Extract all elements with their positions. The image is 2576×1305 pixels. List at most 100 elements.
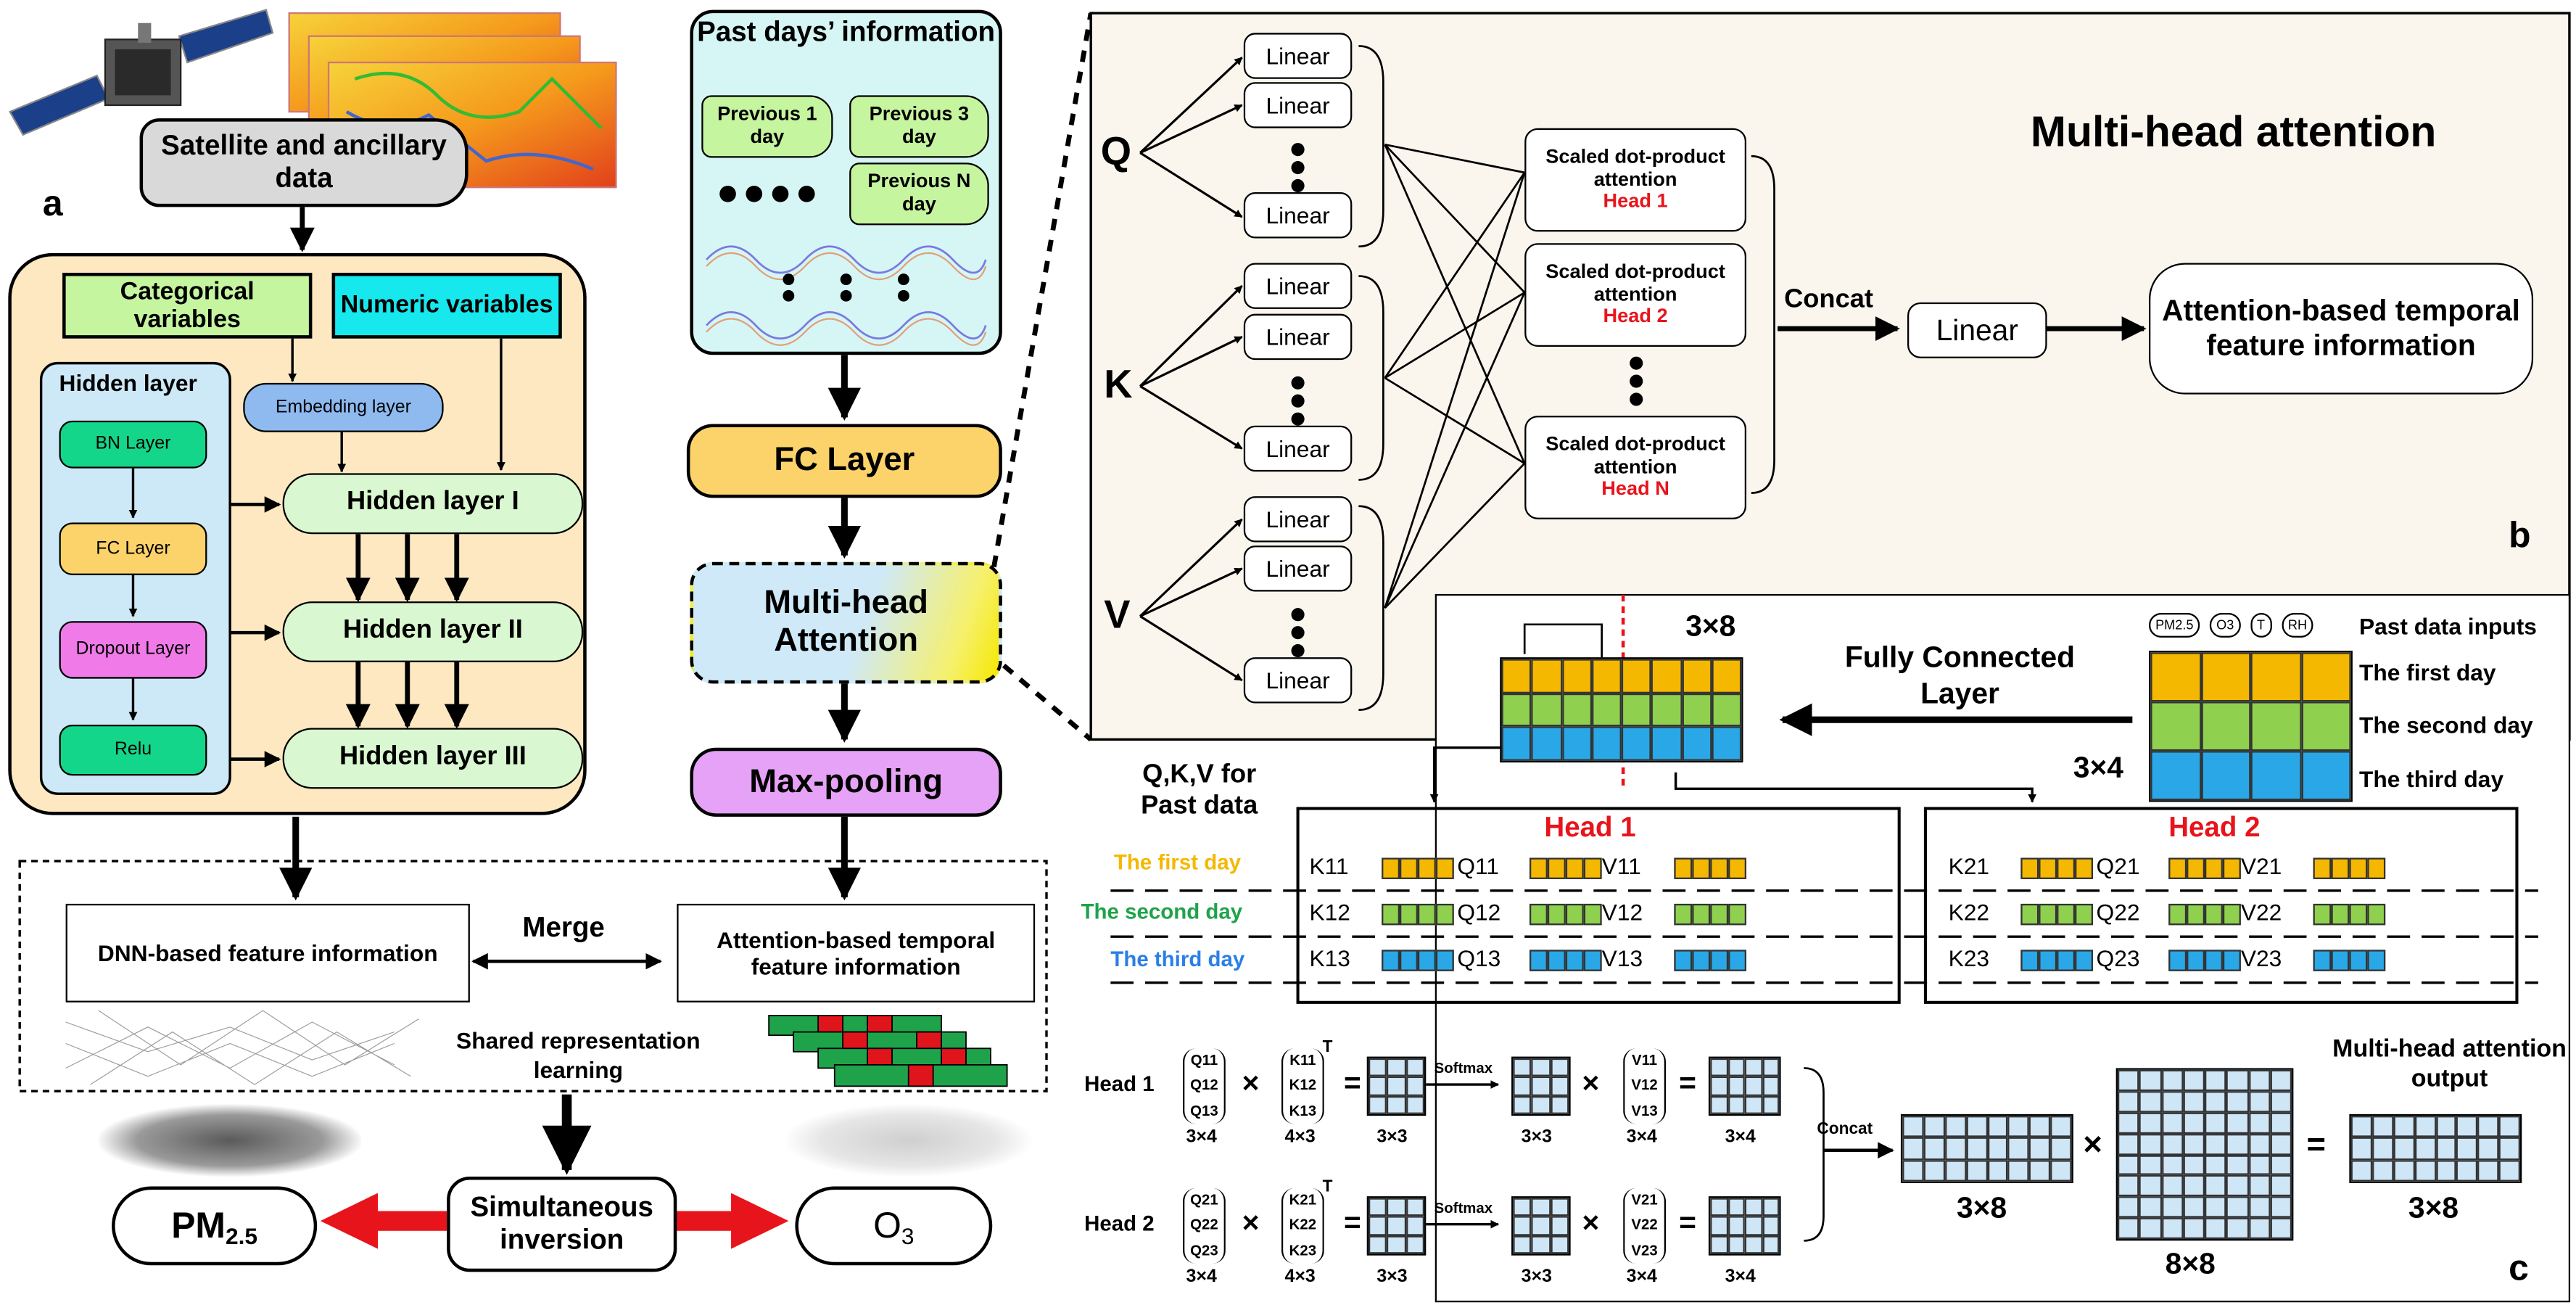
fc-layer-small-box: FC Layer bbox=[59, 522, 207, 575]
matrix-cell bbox=[1965, 1159, 1987, 1182]
matrix-cell bbox=[2270, 1069, 2292, 1091]
matrix-cell bbox=[1532, 1217, 1551, 1235]
matrix-cell bbox=[2183, 1196, 2205, 1218]
matrix-cell bbox=[2456, 1116, 2478, 1138]
matrix-cell bbox=[1923, 1137, 1945, 1160]
panel-b-label: b bbox=[2509, 514, 2531, 556]
embedding-label: Embedding layer bbox=[275, 397, 411, 417]
matrix-cell bbox=[1727, 1217, 1745, 1235]
matrix-cell bbox=[2205, 1090, 2227, 1113]
input-tag: O3 bbox=[2210, 612, 2241, 638]
head-row-label: Q11 bbox=[1457, 852, 1499, 879]
grid-cell bbox=[1591, 693, 1622, 728]
equals-sign: = bbox=[1679, 1206, 1696, 1240]
vector-entry: K21 bbox=[1289, 1191, 1317, 1209]
matrix-cell bbox=[2226, 1154, 2249, 1176]
softmax-matrix-3x3 bbox=[1511, 1196, 1571, 1256]
matrix-cell bbox=[2456, 1137, 2478, 1160]
matrix-cell bbox=[2161, 1069, 2184, 1091]
matrix-cell bbox=[1744, 1217, 1762, 1235]
output-linear-label: Linear bbox=[1936, 313, 2018, 347]
fc-layer-box: FC Layer bbox=[686, 424, 1002, 498]
matrix-cell bbox=[1902, 1159, 1924, 1182]
matrix-cell bbox=[2248, 1069, 2271, 1091]
v-label: V bbox=[1104, 593, 1131, 638]
dropout-label: Dropout Layer bbox=[75, 639, 191, 659]
matrix-cell bbox=[2029, 1159, 2051, 1182]
matrix-cell bbox=[2226, 1112, 2249, 1134]
matrix-cell bbox=[2270, 1133, 2292, 1155]
vector-cell bbox=[2367, 857, 2386, 879]
vector-cell bbox=[1435, 857, 1454, 879]
matrix-cell bbox=[2205, 1133, 2227, 1155]
input-grid bbox=[2149, 651, 2353, 802]
grid-cell bbox=[1621, 659, 1652, 693]
hidden-layer-panel bbox=[39, 361, 231, 795]
matrix-cell bbox=[2226, 1175, 2249, 1197]
output-matrix-3x8 bbox=[2349, 1113, 2522, 1184]
vector-cell bbox=[2313, 950, 2332, 971]
matrix-cell bbox=[1923, 1159, 1945, 1182]
head-row-label: V12 bbox=[1601, 899, 1643, 926]
grid-cell bbox=[2150, 701, 2201, 752]
matrix-cell bbox=[1550, 1217, 1569, 1235]
matrix-cell bbox=[2117, 1175, 2139, 1197]
grid-cell bbox=[1561, 659, 1592, 693]
matrix-cell bbox=[2226, 1133, 2249, 1155]
grid-cell bbox=[2250, 751, 2301, 801]
matrix-cell bbox=[1368, 1235, 1387, 1254]
grid-cell bbox=[1501, 693, 1532, 728]
grid-cell bbox=[1681, 659, 1712, 693]
score-matrix-3x3 bbox=[1366, 1196, 1427, 1256]
vector-cell bbox=[1674, 857, 1693, 879]
grid-cell bbox=[1561, 693, 1592, 728]
dim-3x8-concat: 3×8 bbox=[1956, 1191, 2007, 1224]
vector-cell bbox=[2187, 903, 2205, 926]
head-row-label: Q12 bbox=[1457, 899, 1501, 926]
vector-cell bbox=[2205, 857, 2223, 879]
matrix-cell bbox=[2498, 1159, 2520, 1182]
hidden-layer-1-label: Hidden layer I bbox=[347, 488, 519, 516]
matrix-cell bbox=[2350, 1137, 2372, 1160]
bn-label: BN Layer bbox=[95, 434, 171, 454]
max-pooling-label: Max-pooling bbox=[749, 763, 943, 800]
vector-cell bbox=[1547, 903, 1566, 926]
head-1-title: Head 1 bbox=[1544, 812, 1636, 844]
matrix-cell bbox=[2248, 1196, 2271, 1218]
matrix-cell bbox=[1986, 1116, 2009, 1138]
grid-cell bbox=[2150, 751, 2201, 801]
max-pooling-box: Max-pooling bbox=[690, 747, 1002, 817]
matrix-cell bbox=[1405, 1076, 1424, 1096]
matrix-cell bbox=[1368, 1095, 1387, 1114]
matrix-cell bbox=[2050, 1159, 2072, 1182]
matrix-cell bbox=[1513, 1235, 1532, 1254]
vector-entry: Q13 bbox=[1190, 1102, 1218, 1119]
output-linear-box: Linear bbox=[1907, 302, 2047, 358]
vector-cell bbox=[2075, 950, 2093, 971]
matrix-cell bbox=[2248, 1217, 2271, 1240]
matrix-cell bbox=[1368, 1217, 1387, 1235]
vector-entry: Q12 bbox=[1190, 1076, 1218, 1094]
matrix-cell bbox=[1923, 1116, 1945, 1138]
row-label-third-day: The third day bbox=[1110, 946, 1245, 971]
input-tag: T bbox=[2250, 612, 2272, 638]
vector-cell bbox=[1692, 950, 1711, 971]
satellite-icon bbox=[7, 9, 274, 136]
vector-cell bbox=[2187, 950, 2205, 971]
dim-8x8: 8×8 bbox=[2165, 1247, 2216, 1280]
matrix-cell bbox=[2161, 1090, 2184, 1113]
head-row-label: K23 bbox=[1948, 944, 1990, 971]
matrix-cell bbox=[1532, 1198, 1551, 1217]
vector-cell bbox=[1710, 857, 1729, 879]
past-data-inputs-label: Past data inputs bbox=[2358, 612, 2537, 640]
matrix-cell bbox=[2226, 1196, 2249, 1218]
grid-cell bbox=[1651, 693, 1682, 728]
matrix-cell bbox=[1727, 1095, 1745, 1114]
linear-box: Linear bbox=[1243, 425, 1353, 472]
fc-layer-label: FC Layer bbox=[774, 442, 915, 479]
map-image bbox=[288, 12, 618, 191]
matrix-cell bbox=[1727, 1235, 1745, 1254]
